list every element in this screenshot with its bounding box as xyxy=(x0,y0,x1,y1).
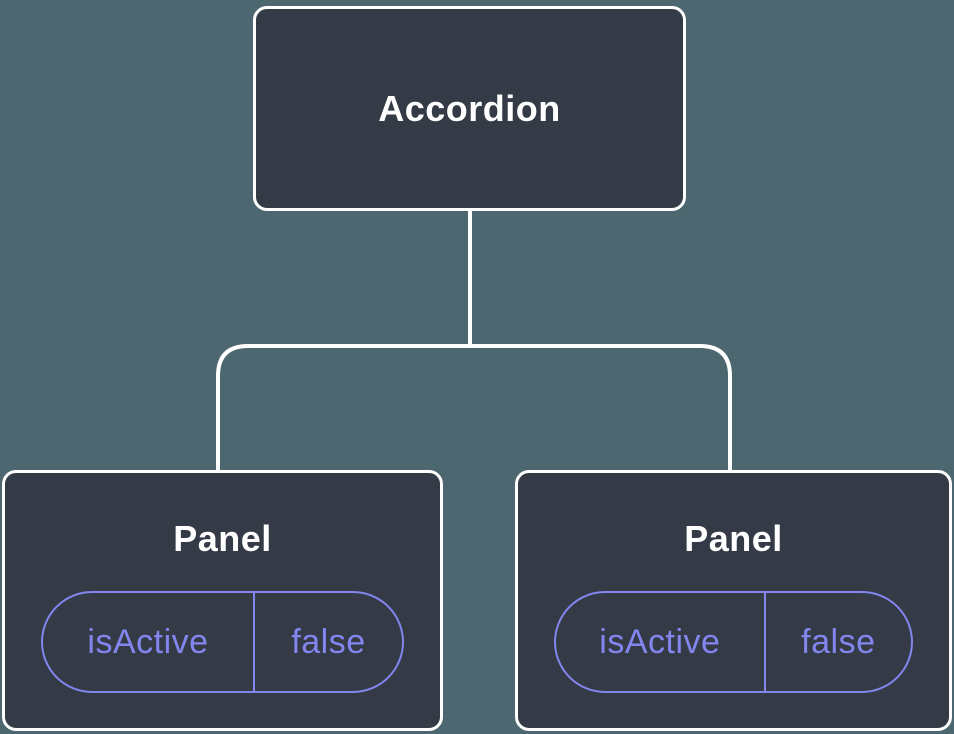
prop-badge: isActive false xyxy=(41,591,404,693)
accordion-node-label: Accordion xyxy=(378,87,561,129)
panel-node-label: Panel xyxy=(173,518,272,559)
children-bracket-connector xyxy=(216,344,732,471)
panel-title: Panel xyxy=(518,521,949,557)
prop-value-cell: false xyxy=(801,622,876,661)
prop-badge: isActive false xyxy=(554,591,913,693)
tree-node-panel-right: Panel isActive false xyxy=(515,470,952,731)
tree-node-panel-left: Panel isActive false xyxy=(2,470,443,731)
panel-node-label: Panel xyxy=(684,518,783,559)
prop-name-cell: isActive xyxy=(556,593,766,691)
prop-value-cell: false xyxy=(291,622,366,661)
panel-title: Panel xyxy=(5,521,440,557)
tree-node-accordion: Accordion xyxy=(253,6,686,211)
prop-name-cell: isActive xyxy=(43,593,255,691)
